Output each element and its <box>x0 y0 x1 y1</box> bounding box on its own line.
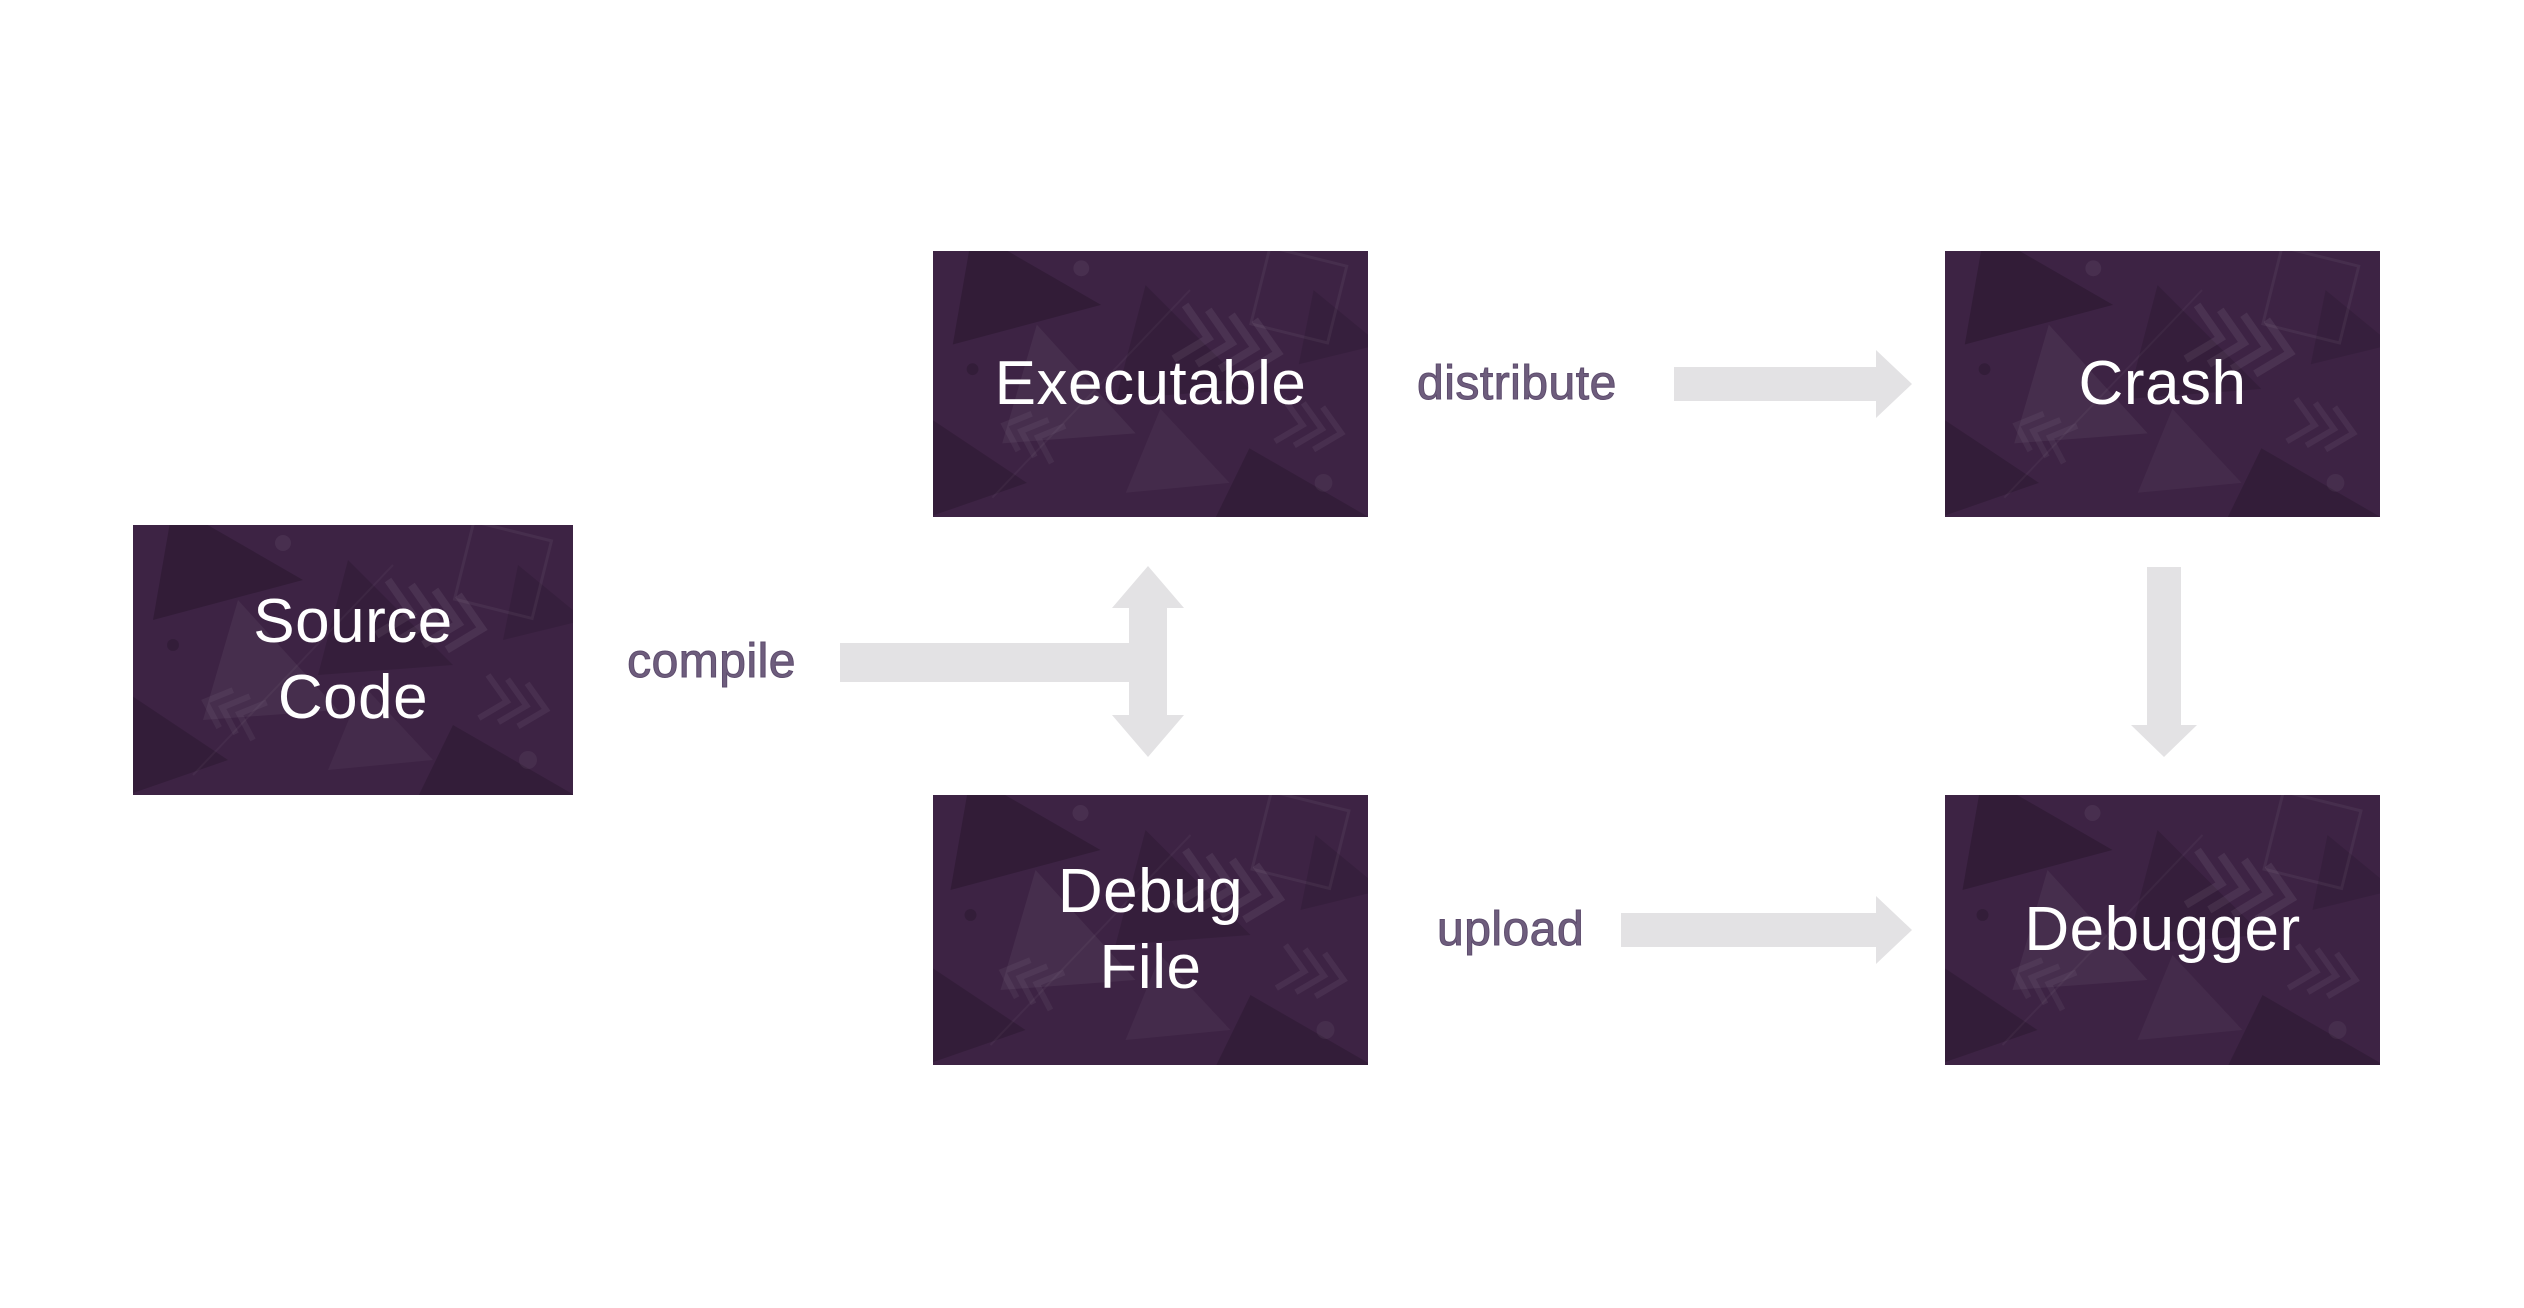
node-source-code: Source Code <box>133 525 573 795</box>
node-label-line: File <box>1099 933 1202 1002</box>
node-label-line: Debugger <box>2024 895 2301 964</box>
upload-arrow-icon <box>1621 896 1912 964</box>
node-label-debugger: Debugger <box>1945 795 2380 1065</box>
edge-label-compile: compile <box>627 635 796 689</box>
node-debugger: Debugger <box>1945 795 2380 1065</box>
edge-label-distribute: distribute <box>1417 357 1617 411</box>
node-label-debug-file: Debug File <box>933 795 1368 1065</box>
node-label-line: Debug <box>1057 857 1244 926</box>
node-label-line: Code <box>277 663 429 732</box>
node-crash: Crash <box>1945 251 2380 517</box>
node-debug-file: Debug File <box>933 795 1368 1065</box>
node-label-line: Executable <box>994 349 1307 418</box>
node-executable: Executable <box>933 251 1368 517</box>
node-label-crash: Crash <box>1945 251 2380 517</box>
crash-to-debugger-arrow-icon <box>2131 567 2197 757</box>
node-label-source-code: Source Code <box>133 525 573 795</box>
compile-arrow-icon <box>840 566 1184 757</box>
node-label-line: Source <box>253 587 453 656</box>
node-label-line: Crash <box>2078 349 2247 418</box>
edge-label-upload: upload <box>1436 903 1585 957</box>
node-label-executable: Executable <box>933 251 1368 517</box>
distribute-arrow-icon <box>1674 350 1912 418</box>
